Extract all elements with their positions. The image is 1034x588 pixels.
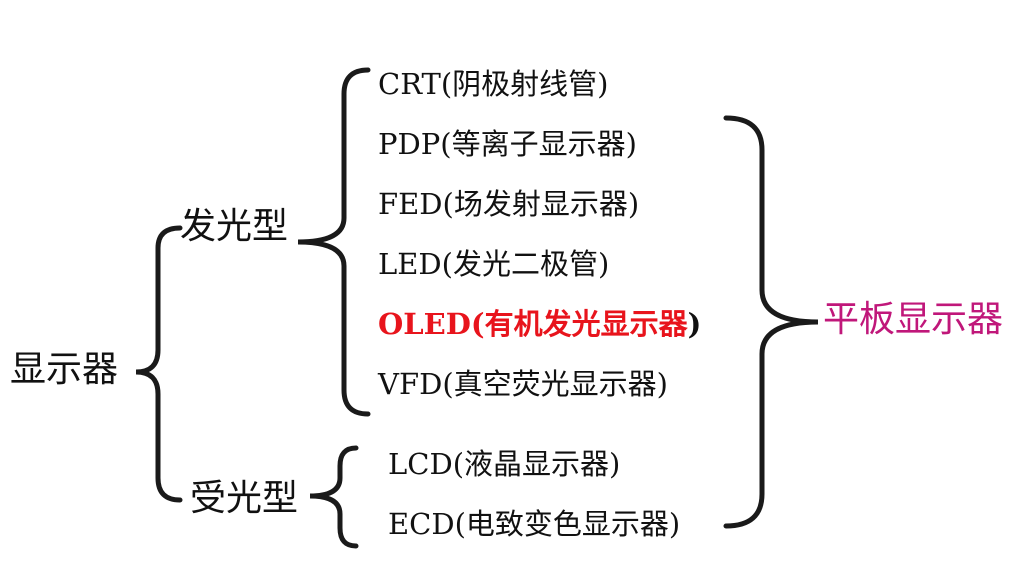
display-type-crt: CRT(阴极射线管): [378, 67, 609, 101]
nonemissive-brace: [309, 445, 359, 549]
display-type-fed: FED(场发射显示器): [378, 187, 640, 221]
root-label: 显示器: [10, 349, 119, 390]
flat-panel-brace: [723, 115, 819, 529]
flat-panel-label: 平板显示器: [823, 299, 1004, 340]
display-type-oled: OLED(有机发光显示器): [378, 310, 701, 339]
oled-highlight-text: OLED(有机发光显示器: [378, 307, 688, 341]
root-brace: [135, 225, 183, 503]
category-emissive-label: 发光型: [180, 206, 289, 247]
display-type-lcd: LCD(液晶显示器): [388, 447, 621, 481]
display-type-pdp: PDP(等离子显示器): [378, 127, 637, 161]
display-type-vfd: VFD(真空荧光显示器): [378, 367, 668, 401]
display-type-ecd: ECD(电致变色显示器): [388, 507, 681, 541]
display-type-led: LED(发光二极管): [378, 247, 610, 281]
oled-close-paren: ): [687, 307, 702, 341]
emissive-brace: [297, 67, 371, 417]
category-nonemissive-label: 受光型: [190, 478, 299, 519]
